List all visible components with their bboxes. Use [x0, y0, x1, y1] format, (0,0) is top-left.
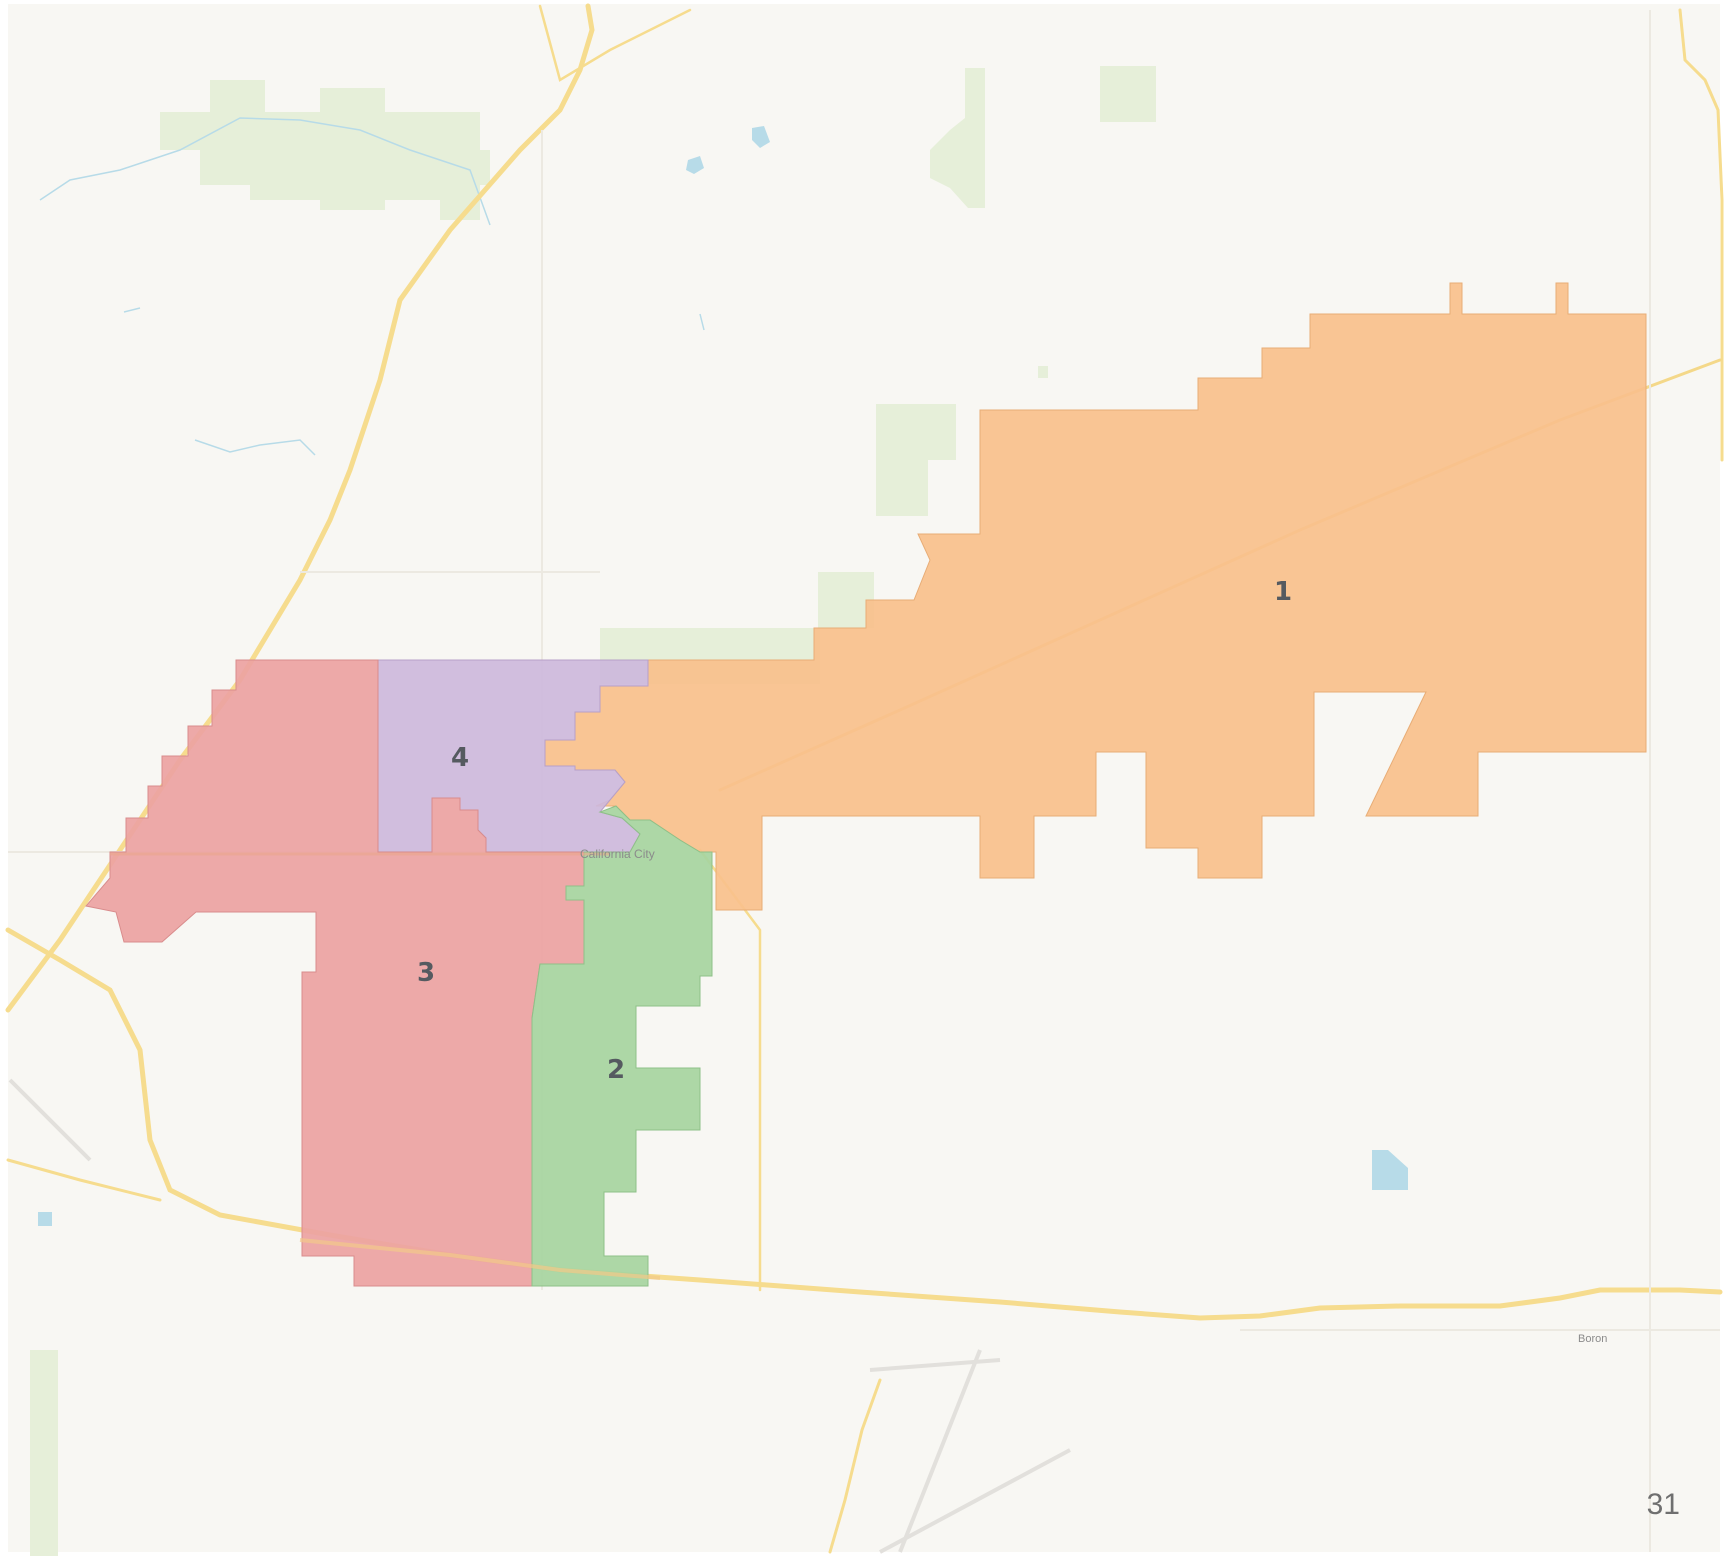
district-4-label: 4 [451, 743, 469, 773]
district-2-label: 2 [607, 1055, 625, 1085]
place-label-boron: Boron [1578, 1333, 1607, 1345]
park-areas [30, 66, 1156, 1556]
district-3-area[interactable] [85, 659, 585, 1287]
place-label-california-city: California City [580, 847, 655, 861]
district-1-label: 1 [1274, 577, 1292, 607]
district-3-label: 3 [417, 958, 435, 988]
district-2-area[interactable] [531, 805, 713, 1287]
airport-runways [8, 1078, 1071, 1554]
water-features [38, 126, 1408, 1226]
districts [85, 282, 1647, 1287]
streams [39, 117, 705, 456]
page-number: 31 [1646, 1488, 1680, 1521]
highway-overlay [299, 1238, 661, 1280]
